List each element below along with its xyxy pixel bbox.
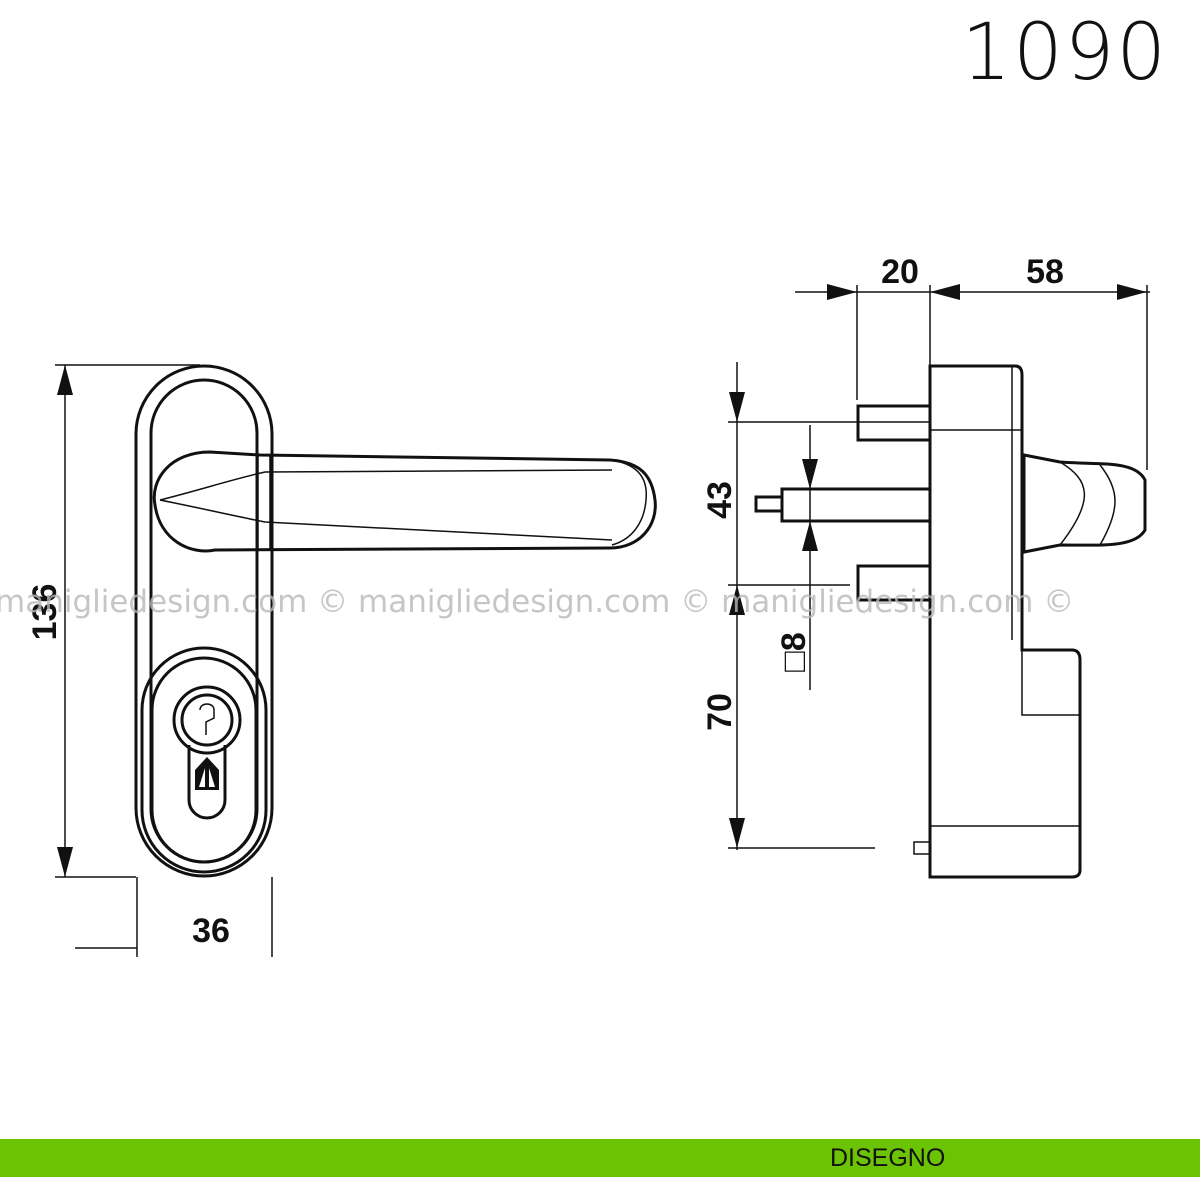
dim-70: 70 — [701, 693, 739, 731]
side-dimensions: 20 58 43 70 □8 — [701, 253, 1150, 850]
footer-bar: DISEGNO — [0, 1139, 1200, 1177]
lever-handle — [152, 450, 657, 553]
model-code: 1090 — [961, 8, 1168, 98]
watermark: manigliedesign.com © manigliedesign.com … — [0, 584, 1074, 620]
front-dimensions: 136 36 — [26, 364, 273, 957]
dim-36: 36 — [192, 912, 230, 950]
front-view — [134, 364, 657, 878]
dim-square-8: □8 — [775, 632, 813, 671]
key-icon — [199, 703, 215, 735]
dim-43: 43 — [701, 481, 739, 519]
side-lever — [1022, 453, 1147, 554]
dim-20: 20 — [881, 253, 919, 291]
footer-label: DISEGNO — [830, 1144, 946, 1172]
dim-136: 136 — [26, 584, 64, 641]
side-view — [754, 364, 1147, 879]
home-icon — [195, 757, 219, 790]
dim-58: 58 — [1026, 253, 1064, 291]
